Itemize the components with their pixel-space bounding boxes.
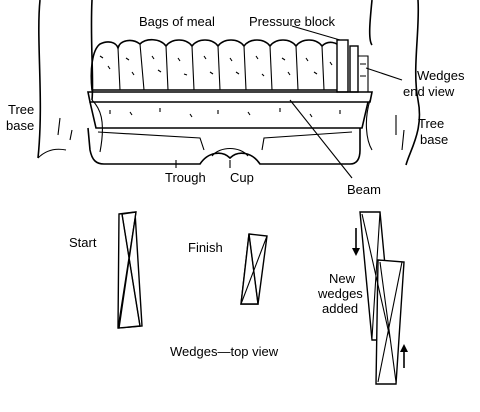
label-beam: Beam [347,182,381,197]
label-new-wedges-3: added [322,301,358,316]
beam [87,91,373,129]
trough [87,127,361,165]
label-tree-base-left-2: base [6,118,34,133]
label-tree-base-right-1: Tree [418,116,444,131]
right-tree-trunk [365,0,421,166]
label-wedges-end-view-2: end view [403,84,455,99]
wedges-finish [240,233,268,305]
label-pressure-block: Pressure block [249,14,335,29]
left-tree-trunk [37,0,103,159]
leader-lines [175,25,403,179]
pressure-block [336,39,369,93]
label-cup: Cup [230,170,254,185]
label-tree-base-left-1: Tree [8,102,34,117]
bags-of-meal [90,38,341,91]
label-start: Start [69,235,97,250]
label-new-wedges-1: New [329,271,356,286]
label-new-wedges-2: wedges [317,286,363,301]
wedges-new-added [352,211,408,385]
label-bags-of-meal: Bags of meal [139,14,215,29]
label-finish: Finish [188,240,223,255]
label-wedges-top-view: Wedges—top view [170,344,279,359]
wedges-start [117,211,143,329]
label-wedges-end-view-1: Wedges [417,68,465,83]
label-tree-base-right-2: base [420,132,448,147]
label-trough: Trough [165,170,206,185]
